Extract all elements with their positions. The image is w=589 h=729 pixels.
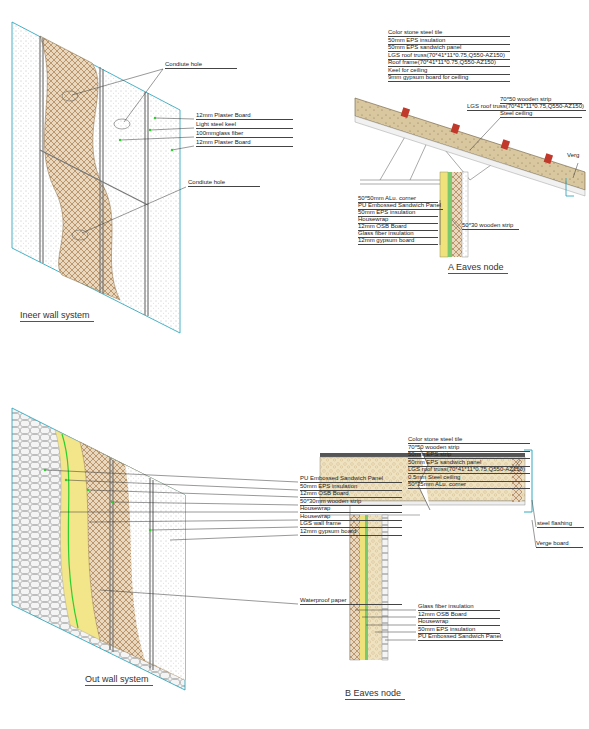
panel-caption: Ineer wall system [20,310,94,322]
panel-caption: Out wall system [85,674,153,686]
note-label: steel flashing [537,520,584,528]
note-label: 9mm gypsum board for ceiling [388,74,510,82]
note-label: 50*35mm ALu. corner [408,481,530,489]
note-label: Condiute hole [188,179,260,187]
note-label: Verge board [536,540,583,548]
note-label: Condiute hole [165,61,237,69]
note-label: 12mm Plaster Board [196,139,293,147]
note-label: 12mm gypsum board [300,528,402,536]
note-label: 12mm gypsum board [358,237,438,245]
note-label: Verg [567,152,581,159]
note-label: 50*30 wooden strip [462,222,519,230]
note-label: Steel ceiling [500,110,582,118]
note-label: PU Embossed Sandwich Panel [418,633,503,641]
note-label: Waterproof paper [300,597,402,605]
note-label: 100mmglass fiber [196,130,293,138]
note-label: 12mm Plaster Board [196,112,293,120]
panel-caption: B Eaves node [345,688,405,700]
panel-caption: A Eaves node [448,262,508,274]
note-label: Light steel keel [196,121,293,129]
